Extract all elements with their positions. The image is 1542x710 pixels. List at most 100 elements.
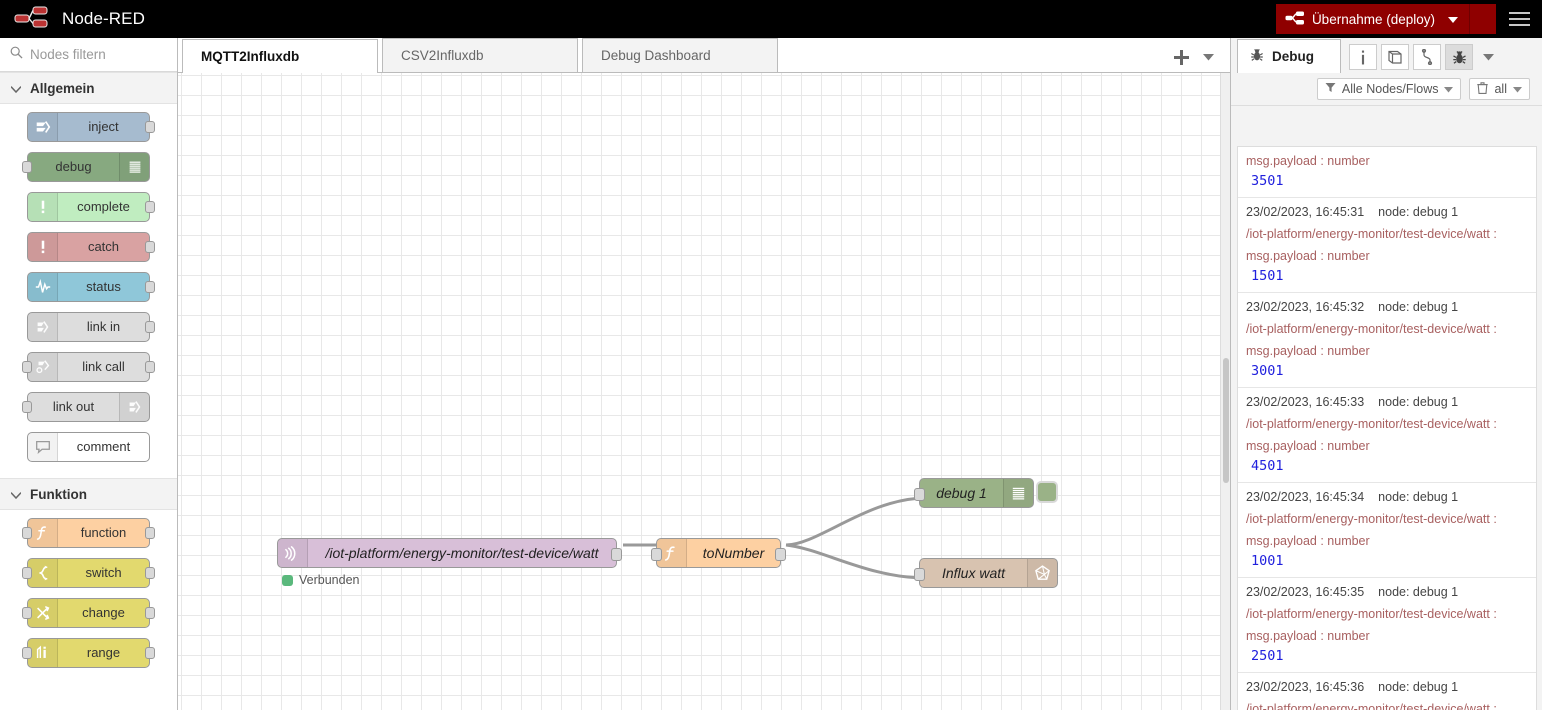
- debug-property: msg.payload : number: [1246, 534, 1370, 548]
- debug-node-toggle-button[interactable]: [1036, 481, 1058, 503]
- node-output-port[interactable]: [145, 527, 155, 539]
- palette-node-debug[interactable]: debug: [22, 152, 150, 182]
- workspace-tab-label: CSV2Influxdb: [401, 48, 484, 63]
- sidebar-menu-chevron-down-icon[interactable]: [1483, 48, 1494, 66]
- node-input-port[interactable]: [22, 607, 32, 619]
- debug-source-node[interactable]: node: debug 1: [1378, 585, 1459, 599]
- deploy-label: Übernahme (deploy): [1311, 11, 1435, 27]
- palette-category-allgemein[interactable]: Allgemein: [0, 72, 177, 104]
- node-output-port[interactable]: [145, 201, 155, 213]
- canvas-vertical-scrollbar[interactable]: [1220, 73, 1230, 710]
- debug-value: 4501: [1251, 458, 1284, 474]
- node-output-port[interactable]: [145, 647, 155, 659]
- flow-node-tonumber[interactable]: toNumber: [651, 538, 786, 568]
- debug-filter-dropdown[interactable]: Alle Nodes/Flows: [1316, 78, 1462, 100]
- bug-icon[interactable]: [1445, 44, 1473, 70]
- flow-node-influx-watt[interactable]: Influx watt: [914, 558, 1058, 588]
- info-icon[interactable]: [1349, 44, 1377, 70]
- deploy-icon: [1285, 11, 1305, 28]
- debug-source-node[interactable]: node: debug 1: [1378, 205, 1459, 219]
- palette-node-link-call[interactable]: link call: [22, 352, 155, 382]
- node-output-port[interactable]: [611, 547, 622, 561]
- node-output-port[interactable]: [145, 321, 155, 333]
- debug-property: msg.payload : number: [1246, 154, 1370, 168]
- palette-node-function[interactable]: function: [22, 518, 155, 548]
- plus-icon[interactable]: [1174, 50, 1189, 65]
- debug-source-node[interactable]: node: debug 1: [1378, 680, 1459, 694]
- deploy-menu-button[interactable]: [1470, 4, 1496, 34]
- tab-debug[interactable]: Debug: [1237, 39, 1341, 73]
- chevron-down-icon: [1444, 82, 1454, 96]
- tab-menu-chevron-down-icon[interactable]: [1203, 54, 1214, 61]
- palette-node-catch[interactable]: catch: [27, 232, 155, 262]
- debug-value: 2501: [1251, 648, 1284, 664]
- node-input-port[interactable]: [651, 547, 662, 561]
- debug-clear-dropdown[interactable]: all: [1469, 78, 1530, 100]
- node-output-port[interactable]: [145, 361, 155, 373]
- flow-node-label: /iot-platform/energy-monitor/test-device…: [325, 545, 599, 561]
- palette-node-complete[interactable]: complete: [27, 192, 155, 222]
- palette-node-link-in[interactable]: link in: [27, 312, 155, 342]
- function-f-icon: [28, 519, 58, 547]
- palette-node-label: debug: [55, 159, 92, 174]
- workspace-tab-mqtt2influxdb[interactable]: MQTT2Influxdb: [182, 39, 378, 73]
- node-input-port[interactable]: [914, 487, 925, 501]
- debug-topic: /iot-platform/energy-monitor/test-device…: [1246, 702, 1497, 710]
- debug-clear-label: all: [1494, 82, 1507, 96]
- palette-node-comment[interactable]: comment: [27, 432, 150, 462]
- debug-timestamp: 23/02/2023, 16:45:31: [1246, 205, 1365, 219]
- node-output-port[interactable]: [145, 567, 155, 579]
- node-output-port[interactable]: [145, 241, 155, 253]
- debug-property: msg.payload : number: [1246, 439, 1370, 453]
- flow-node-debug1[interactable]: debug 1: [914, 478, 1034, 508]
- node-input-port[interactable]: [22, 161, 32, 173]
- debug-source-node[interactable]: node: debug 1: [1378, 490, 1459, 504]
- deploy-button[interactable]: Übernahme (deploy): [1275, 4, 1470, 34]
- workspace-tab-label: Debug Dashboard: [601, 48, 711, 63]
- node-input-port[interactable]: [22, 361, 32, 373]
- change-swap-icon: [28, 599, 58, 627]
- debug-property: msg.payload : number: [1246, 249, 1370, 263]
- node-red-logo-icon: [14, 6, 52, 33]
- workspace-tab-csv2influxdb[interactable]: CSV2Influxdb: [382, 38, 578, 72]
- node-input-port[interactable]: [22, 401, 32, 413]
- node-input-port[interactable]: [22, 567, 32, 579]
- debug-source-node[interactable]: node: debug 1: [1378, 300, 1459, 314]
- node-output-port[interactable]: [145, 607, 155, 619]
- palette-node-change[interactable]: change: [22, 598, 155, 628]
- config-nodes-icon[interactable]: [1413, 44, 1441, 70]
- library-book-icon[interactable]: [1381, 44, 1409, 70]
- palette-category-funktion[interactable]: Funktion: [0, 478, 177, 510]
- palette-node-switch[interactable]: switch: [22, 558, 155, 588]
- palette-node-inject[interactable]: inject: [27, 112, 155, 142]
- hamburger-menu-icon[interactable]: [1496, 0, 1542, 38]
- scrollbar-thumb[interactable]: [1223, 358, 1229, 483]
- search-input[interactable]: [30, 47, 164, 62]
- filter-funnel-icon: [1325, 82, 1336, 96]
- node-input-port[interactable]: [914, 567, 925, 581]
- workspace-tab-debug-dashboard[interactable]: Debug Dashboard: [582, 38, 778, 72]
- status-dot-icon: [282, 574, 293, 586]
- node-input-port[interactable]: [22, 647, 32, 659]
- debug-source-node[interactable]: node: debug 1: [1378, 395, 1459, 409]
- flow-node-mqtt-in[interactable]: /iot-platform/energy-monitor/test-device…: [277, 538, 622, 568]
- flow-node-label: debug 1: [936, 485, 987, 501]
- node-output-port[interactable]: [775, 547, 786, 561]
- palette-search-bar[interactable]: [0, 38, 177, 72]
- node-output-port[interactable]: [145, 281, 155, 293]
- node-input-port[interactable]: [22, 527, 32, 539]
- palette-node-status[interactable]: status: [27, 272, 155, 302]
- flow-canvas[interactable]: /iot-platform/energy-monitor/test-device…: [178, 73, 1230, 710]
- palette-node-link-out[interactable]: link out: [22, 392, 150, 422]
- palette-node-range[interactable]: range: [22, 638, 155, 668]
- node-output-port[interactable]: [145, 121, 155, 133]
